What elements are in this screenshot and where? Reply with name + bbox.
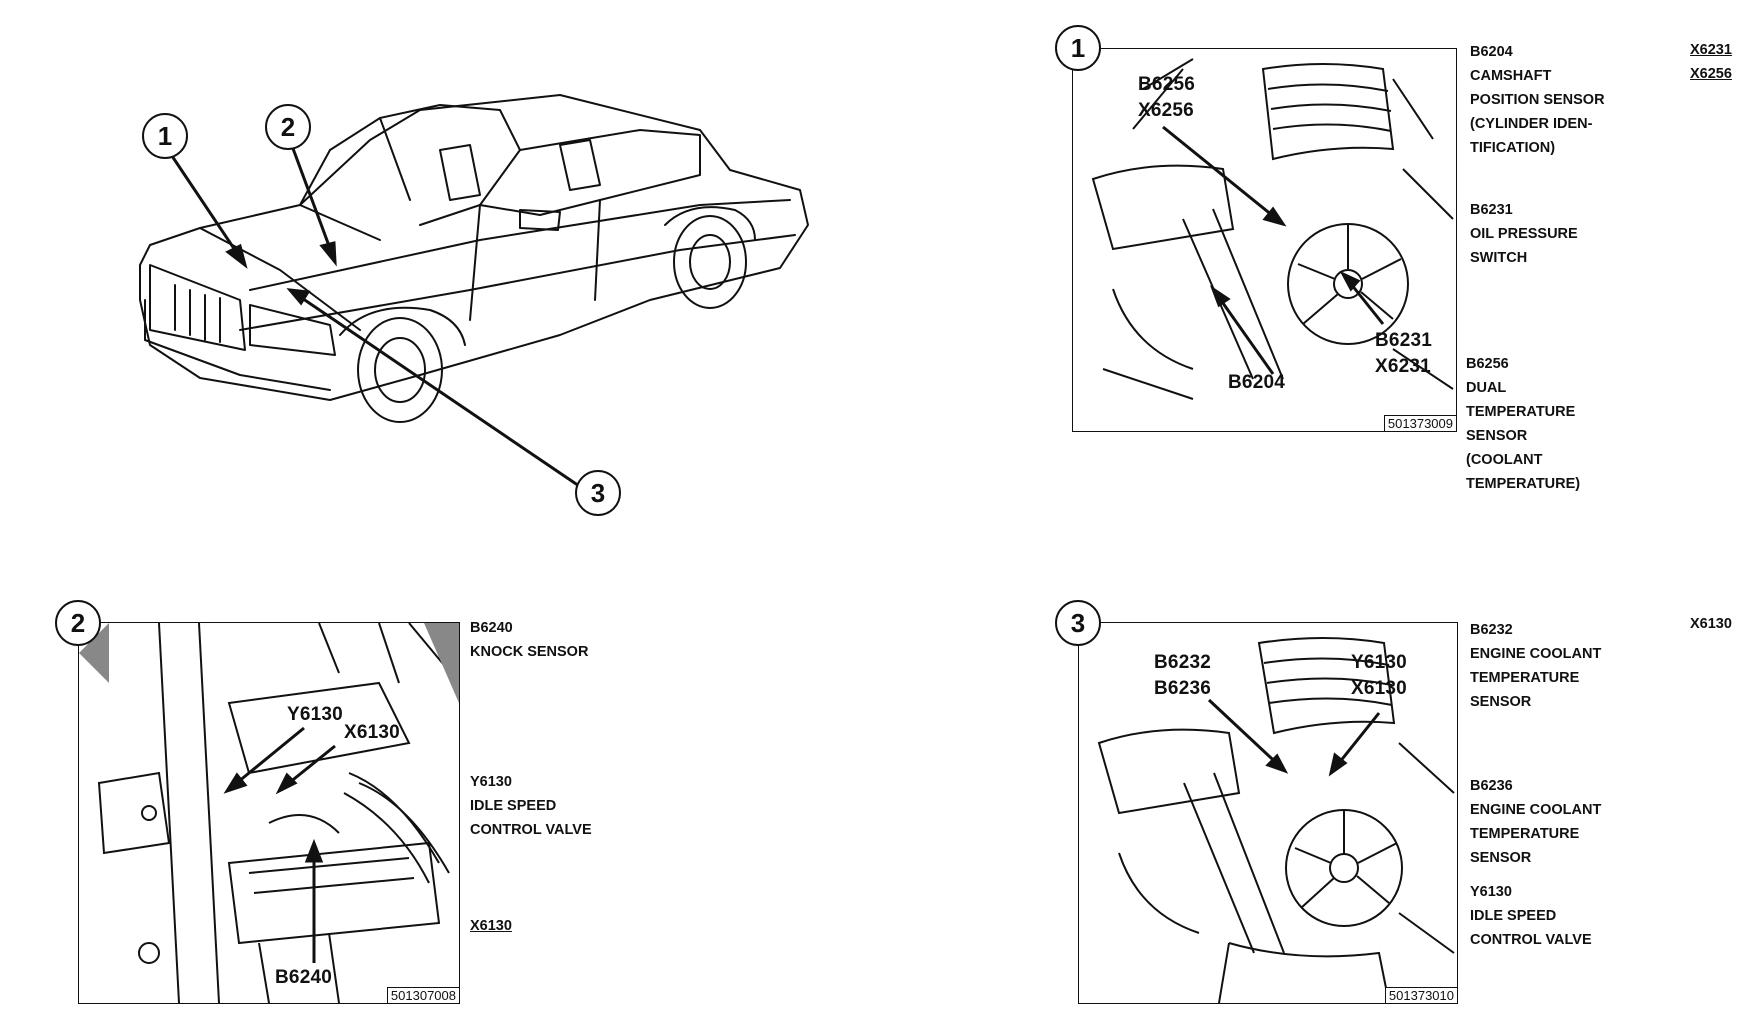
label-b6256: B6256 xyxy=(1138,74,1195,95)
legend-line: IDLE SPEED xyxy=(470,798,557,814)
label-y6130: Y6130 xyxy=(1351,652,1407,673)
label-x6130: X6130 xyxy=(1351,678,1407,699)
engine-illustration-3 xyxy=(1097,637,1455,1003)
figure-id-1: 501373009 xyxy=(1383,415,1456,431)
callout-3: 3 xyxy=(575,470,621,516)
legend-code: B6231 xyxy=(1470,202,1513,218)
legend-line: ENGINE COOLANT xyxy=(1470,646,1602,662)
overview-car-diagram: 1 2 3 xyxy=(0,0,850,516)
legend-line: IDLE SPEED xyxy=(1470,908,1557,924)
panel-3-legend-b6232: B6232 ENGINE COOLANT TEMPERATURE SENSOR xyxy=(1470,618,1601,714)
panel-2-number: 2 xyxy=(55,600,101,646)
legend-line: CONTROL VALVE xyxy=(1470,932,1592,948)
legend-line: SENSOR xyxy=(1466,428,1528,444)
legend-line: POSITION SENSOR xyxy=(1470,92,1605,108)
engine-illustration-2 xyxy=(79,623,459,1003)
panel-1-legend-b6256: B6256 DUAL TEMPERATURE SENSOR (COOLANT T… xyxy=(1466,352,1580,496)
panel-2-engine-view: Y6130 X6130 B6240 501307008 xyxy=(78,622,460,1004)
label-b6240: B6240 xyxy=(275,967,332,988)
panel-1-legend-b6231: B6231 OIL PRESSURE SWITCH xyxy=(1470,198,1578,270)
legend-code: Y6130 xyxy=(470,774,512,790)
legend-line: KNOCK SENSOR xyxy=(470,644,589,660)
panel-3-legend-b6236: B6236 ENGINE COOLANT TEMPERATURE SENSOR xyxy=(1470,774,1601,870)
label-b6236: B6236 xyxy=(1154,678,1211,699)
legend-code: Y6130 xyxy=(1470,884,1512,900)
callout-2: 2 xyxy=(265,104,311,150)
engine-illustration-1 xyxy=(1091,58,1454,400)
label-b6204: B6204 xyxy=(1228,372,1285,393)
legend-line: SENSOR xyxy=(1470,850,1532,866)
label-x6256: X6256 xyxy=(1138,100,1194,121)
legend-line: TEMPERATURE xyxy=(1470,826,1580,842)
legend-line: (COOLANT xyxy=(1466,452,1543,468)
legend-line: CAMSHAFT xyxy=(1470,68,1552,84)
legend-code: B6256 xyxy=(1466,356,1509,372)
panel-1-number: 1 xyxy=(1055,25,1101,71)
legend-code: B6232 xyxy=(1470,622,1513,638)
panel-1-legend: B6204 CAMSHAFT POSITION SENSOR (CYLINDER… xyxy=(1470,40,1605,160)
label-x6231: X6231 xyxy=(1375,356,1431,377)
legend-line: TIFICATION) xyxy=(1470,140,1556,156)
figure-id-3: 501373010 xyxy=(1384,987,1457,1003)
legend-line: SWITCH xyxy=(1470,250,1528,266)
panel-2-legend-y6130: Y6130 IDLE SPEED CONTROL VALVE xyxy=(470,770,592,842)
label-b6231: B6231 xyxy=(1375,330,1432,351)
figure-id-2: 501307008 xyxy=(386,987,459,1003)
label-x6130: X6130 xyxy=(344,722,400,743)
legend-code: B6240 xyxy=(470,620,513,636)
connector-x6130: X6130 xyxy=(470,918,512,934)
label-b6232: B6232 xyxy=(1154,652,1211,673)
legend-line: (CYLINDER IDEN- xyxy=(1470,116,1593,132)
panel-3-engine-view: B6232 B6236 Y6130 X6130 501373010 xyxy=(1078,622,1458,1004)
legend-line: DUAL xyxy=(1466,380,1507,396)
car-illustration xyxy=(139,94,809,492)
label-y6130: Y6130 xyxy=(287,704,343,725)
panel-3-number: 3 xyxy=(1055,600,1101,646)
legend-line: TEMPERATURE xyxy=(1466,404,1576,420)
connector-x6231: X6231 xyxy=(1690,42,1732,58)
legend-code: B6236 xyxy=(1470,778,1513,794)
legend-line: ENGINE COOLANT xyxy=(1470,802,1602,818)
connector-x6130-panel3: X6130 xyxy=(1690,616,1732,632)
panel-3-legend-y6130: Y6130 IDLE SPEED CONTROL VALVE xyxy=(1470,880,1592,952)
legend-line: SENSOR xyxy=(1470,694,1532,710)
legend-line: OIL PRESSURE xyxy=(1470,226,1578,242)
legend-code: B6204 xyxy=(1470,44,1513,60)
legend-line: TEMPERATURE xyxy=(1470,670,1580,686)
panel-1-engine-view: B6256 X6256 B6231 X6231 B6204 501373009 xyxy=(1072,48,1457,432)
callout-1: 1 xyxy=(142,113,188,159)
legend-line: TEMPERATURE) xyxy=(1466,476,1581,492)
legend-line: CONTROL VALVE xyxy=(470,822,592,838)
panel-2-legend-b6240: B6240 KNOCK SENSOR xyxy=(470,616,588,664)
connector-x6256: X6256 xyxy=(1690,66,1732,82)
